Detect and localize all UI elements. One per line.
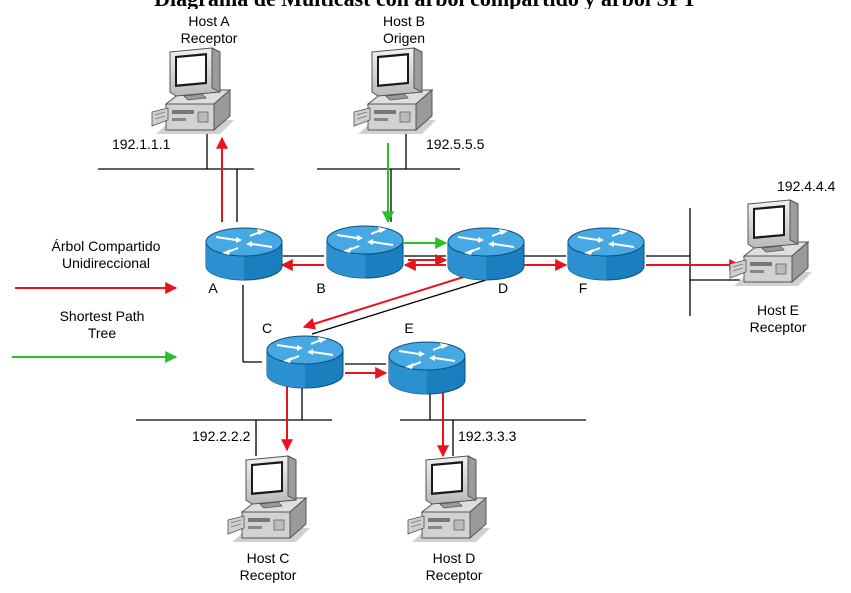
host-d-ip: 192.3.3.3 <box>458 428 516 445</box>
host-e-label: Host E Receptor <box>730 302 826 336</box>
legend-spt: Shortest Path Tree <box>22 308 182 342</box>
legend-shared-tree: Árbol Compartido Unidireccional <box>6 238 206 272</box>
host-e-name: Host E <box>730 302 826 319</box>
host-a-label: Host A Receptor <box>161 13 257 47</box>
host-e-computer-icon <box>730 200 812 286</box>
router-d-label: D <box>496 280 510 297</box>
router-e-icon <box>389 342 465 394</box>
host-e-role: Receptor <box>730 319 826 336</box>
host-d-role: Receptor <box>406 567 502 584</box>
router-f-icon <box>568 228 644 280</box>
host-c-name: Host C <box>220 550 316 567</box>
host-c-computer-icon <box>228 456 310 542</box>
host-d-computer-icon <box>408 456 490 542</box>
host-a-role: Receptor <box>161 30 257 47</box>
host-b-name: Host B <box>356 13 452 30</box>
legend-shared-tree-text-1: Árbol Compartido <box>6 238 206 255</box>
router-e-label: E <box>402 320 416 337</box>
host-d-label: Host D Receptor <box>406 550 502 584</box>
host-c-role: Receptor <box>220 567 316 584</box>
router-d-icon <box>448 228 524 280</box>
router-f-label: F <box>576 280 590 297</box>
shared-path-d-to-c <box>304 275 470 327</box>
router-c-label: C <box>260 320 274 337</box>
router-b-icon <box>327 226 403 278</box>
shared-tree-paths <box>15 138 740 456</box>
legend-shared-tree-text-2: Unidireccional <box>6 255 206 272</box>
host-b-role: Origen <box>356 30 452 47</box>
host-a-computer-icon <box>152 48 234 134</box>
router-b-label: B <box>314 280 328 297</box>
host-c-ip: 192.2.2.2 <box>192 428 250 445</box>
host-b-computer-icon <box>354 48 436 134</box>
host-a-name: Host A <box>161 13 257 30</box>
host-a-ip: 192.1.1.1 <box>112 136 170 153</box>
host-e-ip: 192.4.4.4 <box>777 178 835 195</box>
router-a-label: A <box>206 280 220 297</box>
legend-spt-text-2: Tree <box>22 325 182 342</box>
host-d-name: Host D <box>406 550 502 567</box>
host-b-label: Host B Origen <box>356 13 452 47</box>
router-a-icon <box>206 228 282 280</box>
legend-spt-text-1: Shortest Path <box>22 308 182 325</box>
host-b-ip: 192.5.5.5 <box>426 136 484 153</box>
router-c-icon <box>267 336 343 388</box>
host-c-label: Host C Receptor <box>220 550 316 584</box>
